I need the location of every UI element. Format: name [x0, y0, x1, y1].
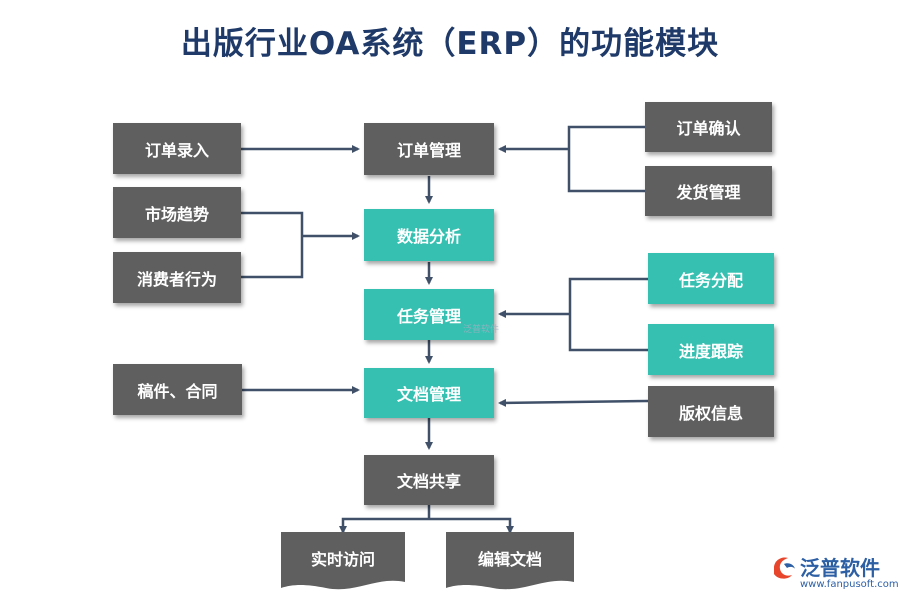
node-manuscripts-contracts-label: 稿件、合同: [137, 381, 218, 401]
node-document-management: 文档管理: [364, 368, 494, 418]
node-realtime-access: 实时访问: [281, 532, 405, 594]
node-copyright-info: 版权信息: [648, 386, 774, 437]
node-task-assignment-label: 任务分配: [678, 270, 743, 290]
node-consumer-behavior: 消费者行为: [113, 252, 241, 303]
node-order-management-label: 订单管理: [396, 141, 461, 160]
node-progress-tracking-label: 进度跟踪: [678, 341, 743, 361]
node-task-management-label: 任务管理: [396, 306, 461, 326]
node-order-management: 订单管理: [364, 123, 494, 175]
node-order-entry: 订单录入: [113, 123, 241, 174]
document-shape-icon: [446, 532, 574, 590]
page-title: 出版行业OA系统（ERP）的功能模块: [180, 26, 720, 62]
brand-logo: 泛普软件 www.fanpusoft.com: [770, 552, 899, 598]
node-market-trend: 市场趋势: [113, 187, 241, 238]
node-realtime-access-label: 实时访问: [310, 550, 375, 569]
node-edit-document-label: 编辑文档: [477, 550, 542, 569]
brand-name: 泛普软件: [800, 556, 880, 580]
node-document-sharing: 文档共享: [364, 455, 494, 505]
node-progress-tracking: 进度跟踪: [648, 324, 774, 375]
node-task-assignment: 任务分配: [648, 253, 774, 304]
node-shipping-management-label: 发货管理: [676, 183, 741, 202]
brand-url: www.fanpusoft.com: [800, 579, 899, 590]
brand-logo-icon: [774, 557, 795, 579]
node-edit-document: 编辑文档: [446, 532, 574, 594]
node-shipping-management: 发货管理: [645, 166, 772, 216]
node-order-confirm-label: 订单确认: [676, 119, 741, 138]
watermark-text: 泛普软件: [463, 325, 500, 335]
node-order-entry-label: 订单录入: [144, 140, 209, 160]
node-consumer-behavior-label: 消费者行为: [136, 269, 217, 289]
document-shape-icon: [281, 532, 405, 590]
node-document-sharing-label: 文档共享: [396, 472, 461, 491]
node-market-trend-label: 市场趋势: [144, 204, 209, 224]
node-document-management-label: 文档管理: [396, 385, 461, 404]
node-task-management: 任务管理: [364, 289, 494, 340]
node-data-analysis: 数据分析: [364, 209, 494, 261]
node-manuscripts-contracts: 稿件、合同: [113, 364, 242, 415]
node-copyright-info-label: 版权信息: [678, 403, 743, 423]
node-data-analysis-label: 数据分析: [396, 227, 461, 246]
node-order-confirm: 订单确认: [645, 102, 772, 152]
